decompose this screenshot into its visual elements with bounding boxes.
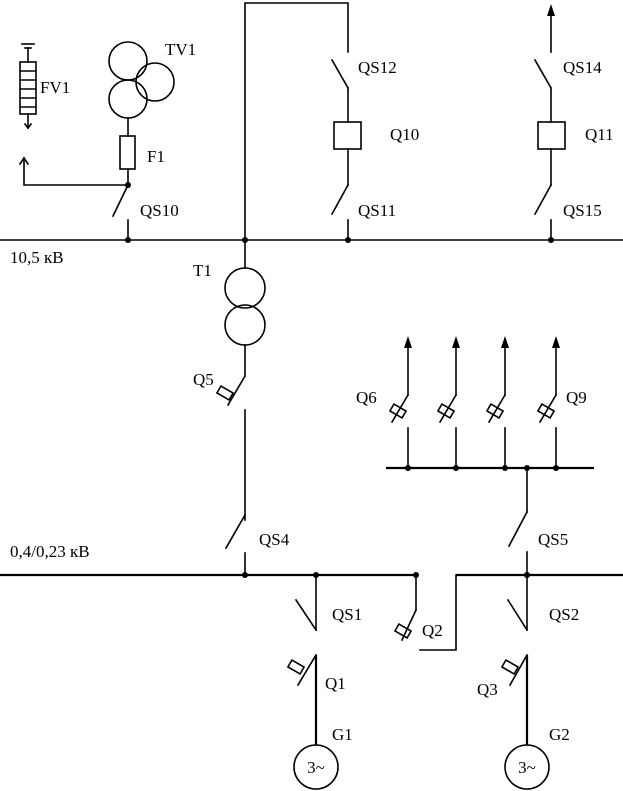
disconnector-qs11 <box>330 183 351 243</box>
generator-g2-branch <box>500 572 550 790</box>
label-fv1: FV1 <box>40 78 70 97</box>
label-qs12: QS12 <box>358 58 397 77</box>
measuring-transformer-tv1 <box>108 41 175 137</box>
power-transformer-t1 <box>224 239 266 377</box>
feeder-q8 <box>485 336 509 471</box>
outgoing-feeder-arrow <box>547 4 555 53</box>
label-qs2: QS2 <box>549 605 579 624</box>
disconnector-qs12 <box>330 58 350 123</box>
arrester-connection <box>18 156 131 188</box>
label-qs14: QS14 <box>563 58 602 77</box>
label-qs10: QS10 <box>140 201 179 220</box>
label-q1: Q1 <box>325 674 346 693</box>
hv-bus-label: 10,5 кВ <box>10 248 64 267</box>
label-q3: Q3 <box>477 680 498 699</box>
label-q9: Q9 <box>566 388 587 407</box>
disconnector-qs10 <box>111 183 131 243</box>
generator-g1-branch <box>286 572 339 790</box>
label-t1: T1 <box>193 261 212 280</box>
disconnector-qs4 <box>224 513 248 578</box>
label-qs4: QS4 <box>259 530 290 549</box>
feeder-q6 <box>388 336 412 471</box>
incoming-loop <box>242 2 349 243</box>
generator-g2-symbol: 3~ <box>518 758 536 777</box>
lv-bus-label: 0,4/0,23 кВ <box>10 542 90 561</box>
disconnector-qs5 <box>507 465 530 578</box>
fuse-f1 <box>119 135 136 186</box>
label-qs1: QS1 <box>332 605 362 624</box>
breaker-q11 <box>537 121 566 186</box>
breaker-q5 <box>215 374 247 521</box>
label-q6: Q6 <box>356 388 377 407</box>
disconnector-qs14 <box>533 58 553 123</box>
label-qs5: QS5 <box>538 530 568 549</box>
label-g1: G1 <box>332 725 353 744</box>
label-q10: Q10 <box>390 125 419 144</box>
label-qs11: QS11 <box>358 201 396 220</box>
feeder-q9 <box>536 336 560 471</box>
generator-g1-symbol: 3~ <box>307 758 325 777</box>
sectional-breaker-q2 <box>393 572 457 651</box>
label-g2: G2 <box>549 725 570 744</box>
label-q11: Q11 <box>585 125 614 144</box>
feeder-q7 <box>436 336 460 471</box>
label-f1: F1 <box>147 147 165 166</box>
label-tv1: TV1 <box>165 40 196 59</box>
label-q5: Q5 <box>193 370 214 389</box>
arrester-fv1 <box>19 43 37 130</box>
label-q2: Q2 <box>422 621 443 640</box>
disconnector-qs15 <box>533 183 554 243</box>
label-qs15: QS15 <box>563 201 602 220</box>
breaker-q10 <box>333 121 362 186</box>
